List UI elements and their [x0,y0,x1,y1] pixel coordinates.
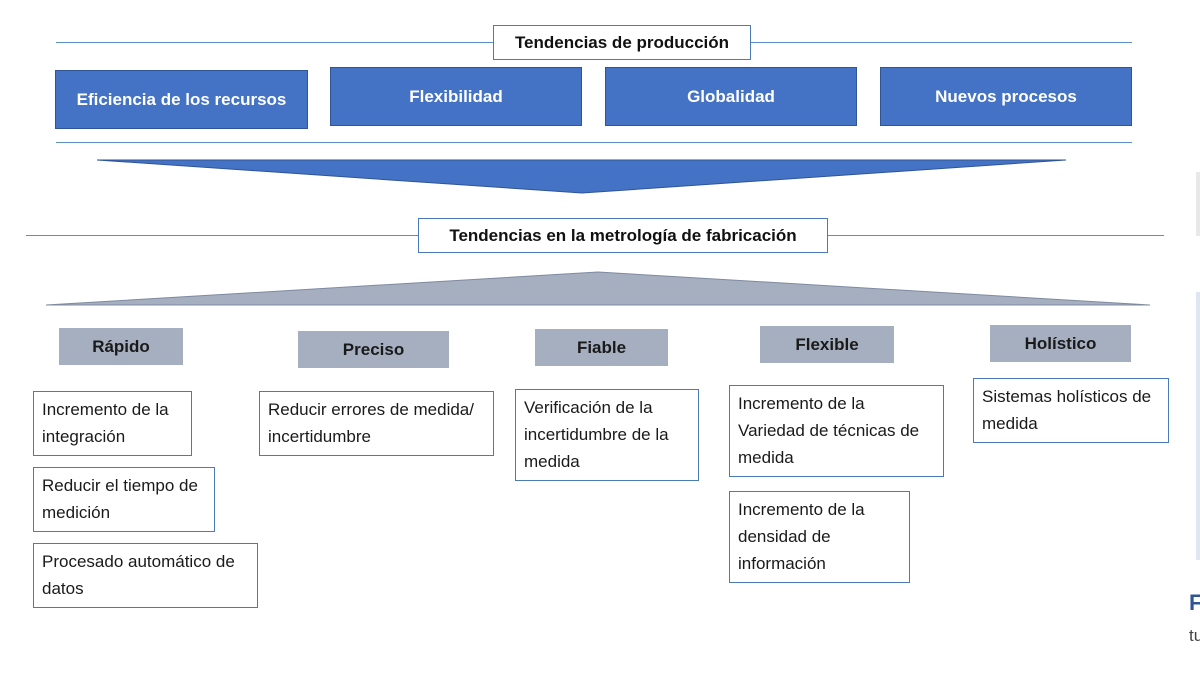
item-rapido-processing: Procesado automático de datos [33,543,258,608]
edge-fragment-letter: F [1189,590,1200,615]
trend-box-flexibility: Flexibilidad [330,67,582,126]
roof-triangle [45,271,1151,306]
category-holistico: Holístico [990,325,1131,362]
edge-fragment-text: tu [1189,626,1200,645]
item-rapido-integration: Incremento de la integración [33,391,192,456]
item-fiable-verification: Verificación de la incertidumbre de la m… [515,389,699,481]
production-trends-title: Tendencias de producción [493,25,751,60]
item-holistico-systems: Sistemas holísticos de medida [973,378,1169,443]
edge-fragment-bar [1196,292,1200,560]
funnel-arrow [96,159,1067,194]
trend-box-globality: Globalidad [605,67,857,126]
category-flexible: Flexible [760,326,894,363]
top-line-lower [56,142,1132,143]
category-preciso: Preciso [298,331,449,368]
item-preciso-errors: Reducir errores de medida/ incertidumbre [259,391,494,456]
item-flexible-density: Incremento de la densidad de información [729,491,910,583]
category-rapido: Rápido [59,328,183,365]
category-fiable: Fiable [535,329,668,366]
edge-fragment-bar-top [1196,172,1200,236]
trend-box-efficiency: Eficiencia de los recursos [55,70,308,129]
item-flexible-variety: Incremento de la Variedad de técnicas de… [729,385,944,477]
item-rapido-time: Reducir el tiempo de medición [33,467,215,532]
metrology-trends-title: Tendencias en la metrología de fabricaci… [418,218,828,253]
trend-box-new-processes: Nuevos procesos [880,67,1132,126]
